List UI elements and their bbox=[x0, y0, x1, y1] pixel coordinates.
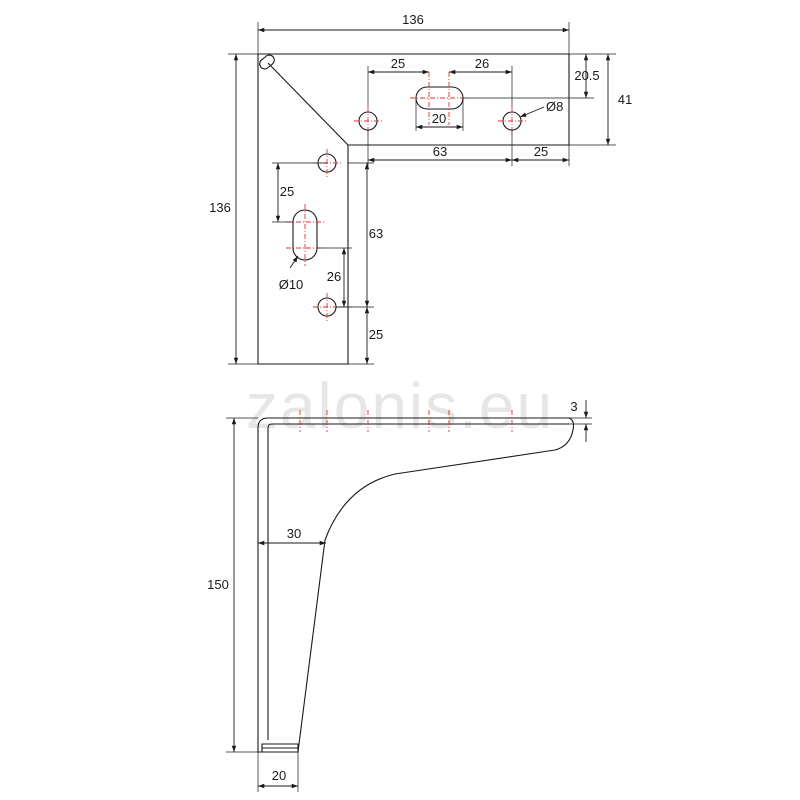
dim-width: 136 bbox=[402, 12, 424, 27]
dim-side-height: 150 bbox=[207, 577, 229, 592]
flange-hole-marks bbox=[299, 410, 513, 432]
side-view: 3 150 30 20 bbox=[207, 399, 592, 792]
dim-thickness: 3 bbox=[570, 399, 577, 414]
dim-arm-height: 41 bbox=[618, 92, 632, 107]
dim-vertical-run: 63 bbox=[369, 226, 383, 241]
dim-slot-offset: 20.5 bbox=[574, 68, 599, 83]
dim-bottom-run: 63 bbox=[433, 144, 447, 159]
corner-hole bbox=[259, 54, 275, 70]
dim-bottom-end: 25 bbox=[534, 144, 548, 159]
dim-hole-spacing-left: 25 bbox=[391, 56, 405, 71]
dim-vertical-end: 25 bbox=[369, 327, 383, 342]
dim-slot-diameter: Ø10 bbox=[279, 277, 304, 292]
slot-diameter-leader bbox=[289, 255, 299, 269]
dim-foot-width: 20 bbox=[272, 768, 286, 783]
side-view-inner bbox=[267, 423, 569, 740]
dim-height: 136 bbox=[209, 200, 231, 215]
dim-neck-width: 30 bbox=[287, 526, 301, 541]
slot-left bbox=[286, 204, 324, 266]
dim-vertical-spacing-top: 25 bbox=[280, 184, 294, 199]
dim-vertical-spacing-bottom: 26 bbox=[327, 269, 341, 284]
top-view: 136 136 20.5 41 25 26 20 Ø8 63 bbox=[209, 12, 632, 365]
hole-diameter-leader bbox=[519, 106, 545, 118]
bend-line bbox=[267, 62, 349, 146]
dim-hole-spacing-right: 26 bbox=[475, 56, 489, 71]
watermark: zalonis.eu bbox=[246, 370, 554, 442]
dim-slot-length: 20 bbox=[432, 111, 446, 126]
side-view-outline bbox=[257, 417, 575, 753]
foot bbox=[261, 743, 299, 753]
dim-hole-diameter: Ø8 bbox=[546, 99, 563, 114]
